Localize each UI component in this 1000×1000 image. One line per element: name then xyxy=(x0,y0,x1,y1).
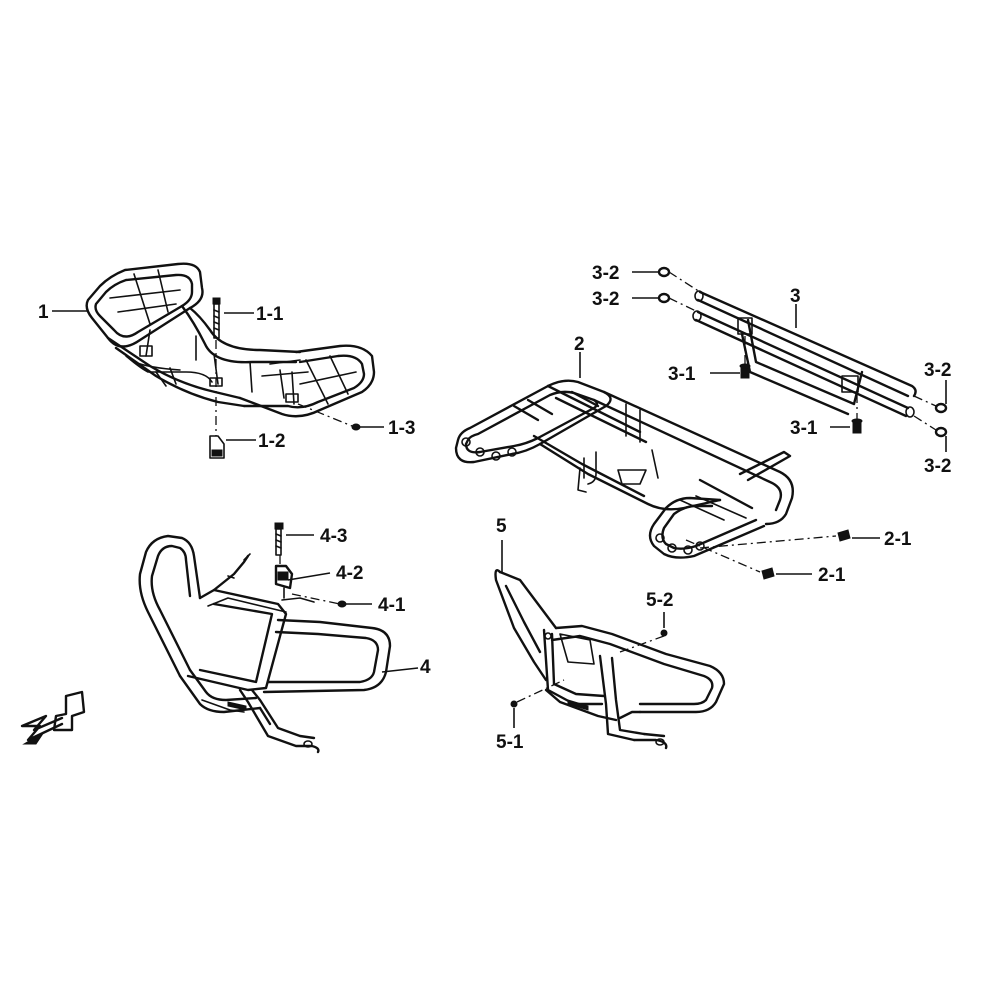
part-3-2-cap-4[interactable] xyxy=(934,426,948,438)
callout-1-2: 1-2 xyxy=(258,431,285,452)
callout-3-2-top-1: 3-2 xyxy=(592,263,619,284)
part-3-rear-bar[interactable] xyxy=(692,290,917,418)
callout-1: 1 xyxy=(38,302,49,323)
callout-3: 3 xyxy=(790,286,801,307)
part-1-3-screw[interactable] xyxy=(351,423,361,431)
callout-4-2: 4-2 xyxy=(336,563,363,584)
part-3-2-cap-1[interactable] xyxy=(657,266,671,278)
callout-5-2: 5-2 xyxy=(646,590,673,611)
callout-3-2-right-1: 3-2 xyxy=(924,360,951,381)
part-2-rear-carrier[interactable] xyxy=(454,379,794,559)
part-4-2-bracket[interactable] xyxy=(274,564,294,599)
part-4-1-nut[interactable] xyxy=(337,600,347,608)
part-1-2-bracket[interactable] xyxy=(209,435,225,459)
callout-5-1: 5-1 xyxy=(496,732,524,753)
part-4-3-bolt[interactable] xyxy=(274,522,284,556)
callout-2-1-lower: 2-1 xyxy=(818,565,846,586)
callout-2: 2 xyxy=(574,334,585,355)
part-2-1-bolt-lower[interactable] xyxy=(761,567,775,580)
part-1-front-carrier[interactable] xyxy=(85,262,376,418)
callout-3-1-right: 3-1 xyxy=(790,418,818,439)
callout-2-1-upper: 2-1 xyxy=(884,529,912,550)
part-1-1-bolt[interactable] xyxy=(212,297,221,339)
callout-3-2-right-2: 3-2 xyxy=(924,456,951,477)
callout-5: 5 xyxy=(496,516,507,537)
part-5-rear-bumper[interactable] xyxy=(494,569,726,750)
leader-lines xyxy=(52,271,947,728)
callout-1-3: 1-3 xyxy=(388,418,415,439)
part-3-2-cap-3[interactable] xyxy=(934,402,948,414)
callout-3-1-left: 3-1 xyxy=(668,364,696,385)
callout-4-3: 4-3 xyxy=(320,526,347,547)
callout-labels: 1 1-1 1-2 1-3 2 2-1 2-1 3 3-1 3-1 3-2 3-… xyxy=(38,263,951,753)
part-3-1-bolt-right[interactable] xyxy=(851,418,863,434)
callout-1-1: 1-1 xyxy=(256,304,284,325)
part-5-2-bolt[interactable] xyxy=(660,629,668,637)
alignment-lines xyxy=(215,271,937,703)
callout-3-2-top-2: 3-2 xyxy=(592,289,619,310)
part-2-1-bolt-upper[interactable] xyxy=(837,529,851,542)
part-3-2-cap-2[interactable] xyxy=(657,292,671,304)
front-direction-arrow-icon xyxy=(20,690,86,745)
part-3-1-bolt-left[interactable] xyxy=(739,363,751,379)
part-5-1-bolt[interactable] xyxy=(510,700,518,708)
part-4-front-bumper[interactable] xyxy=(138,534,392,754)
callout-4-1: 4-1 xyxy=(378,595,406,616)
callout-4: 4 xyxy=(420,657,431,678)
